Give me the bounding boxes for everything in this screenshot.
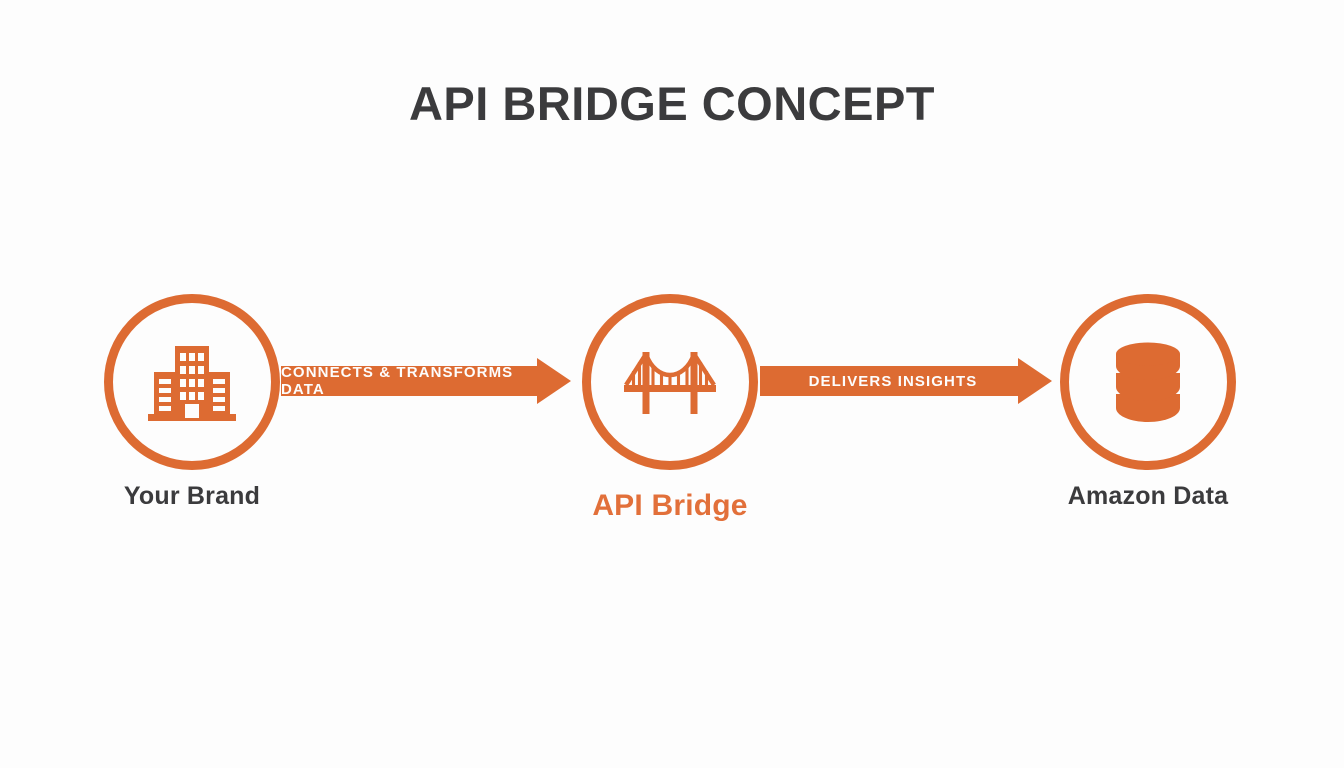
flow-node-amazon-data[interactable]: Amazon Data [1060, 294, 1236, 510]
office-building-icon [140, 330, 244, 434]
node-circle-api-bridge [582, 294, 758, 470]
flow-node-label-amazon-data: Amazon Data [1067, 482, 1229, 510]
arrow-connects-transforms-data: CONNECTS & TRANSFORMS DATA [281, 358, 571, 404]
node-circle-your-brand [104, 294, 280, 470]
node-circle-amazon-data [1060, 294, 1236, 470]
page-title: API BRIDGE CONCEPT [408, 77, 936, 130]
arrow-delivers-insights: DELIVERS INSIGHTS [760, 358, 1052, 404]
suspension-bridge-icon [618, 330, 722, 434]
flow-node-api-bridge[interactable]: API Bridge [582, 294, 758, 522]
flow-node-label-your-brand: Your Brand [123, 482, 261, 510]
flow-node-your-brand[interactable]: Your Brand [104, 294, 280, 510]
database-icon [1096, 330, 1200, 434]
flow-node-label-api-bridge: API Bridge [592, 489, 748, 522]
